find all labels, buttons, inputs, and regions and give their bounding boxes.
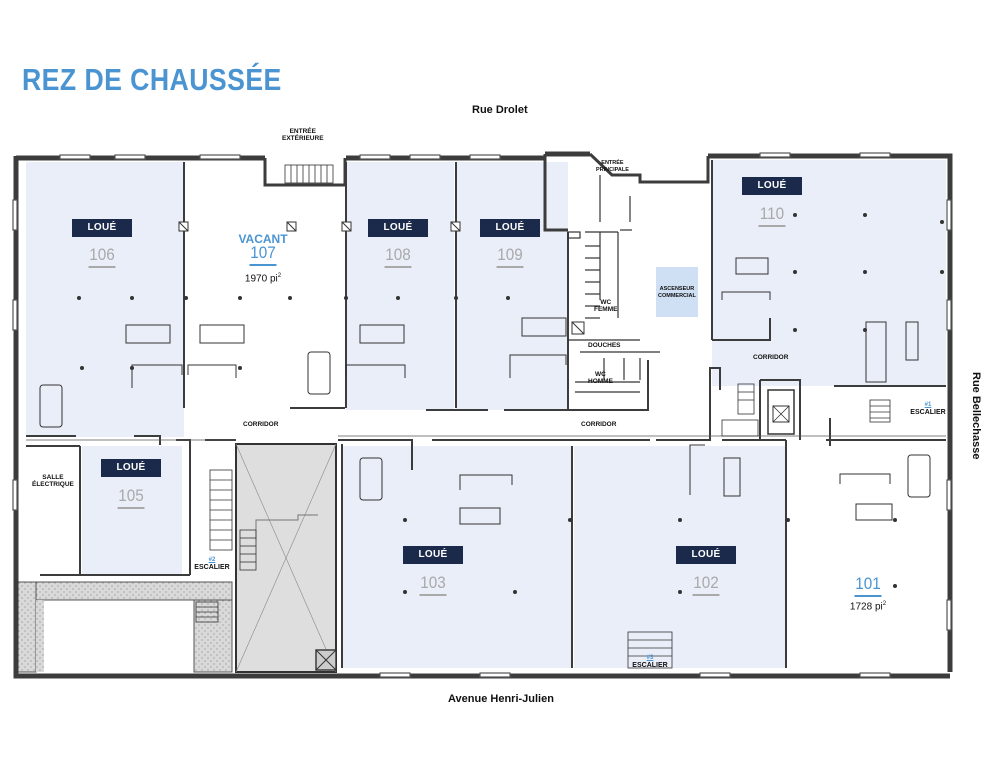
unit-102-number: 102 (679, 573, 733, 596)
unit-102-status-badge[interactable]: LOUÉ (676, 546, 736, 564)
unit-108-number: 108 (371, 245, 425, 268)
unit-106-number: 106 (75, 245, 129, 268)
unit-101-number: 101 (841, 574, 895, 597)
page-title: REZ DE CHAUSSÉE (22, 62, 282, 97)
street-south-label: Avenue Henri-Julien (448, 693, 554, 705)
unit-108-status-badge[interactable]: LOUÉ (368, 219, 428, 237)
unit-110-status-badge[interactable]: LOUÉ (742, 177, 802, 195)
unit-109-number: 109 (483, 245, 537, 268)
unit-106-area[interactable] (26, 162, 184, 437)
unit-108-area[interactable] (346, 162, 454, 410)
corridor-label-center: CORRIDOR (581, 421, 617, 428)
unit-103-status-badge[interactable]: LOUÉ (403, 546, 463, 564)
unit-109-area[interactable] (456, 162, 568, 410)
corridor-label-west: CORRIDOR (243, 421, 279, 428)
unit-101-area: 1728 pi2 (849, 601, 887, 613)
street-north-label: Rue Drolet (472, 104, 528, 116)
unit-106-status-badge[interactable]: LOUÉ (72, 219, 132, 237)
unit-107-number: 107 (236, 243, 290, 266)
douches-label: DOUCHES (588, 342, 621, 349)
unit-107-area: 1970 pi2 (244, 273, 282, 285)
commercial-elevator-area[interactable] (656, 267, 698, 317)
unit-103-number: 103 (406, 573, 460, 596)
unit-105-number: 105 (104, 486, 158, 509)
corridor-label-east: CORRIDOR (753, 354, 789, 361)
unit-110-area[interactable] (712, 160, 946, 386)
unit-109-status-badge[interactable]: LOUÉ (480, 219, 540, 237)
unit-110-number: 110 (745, 204, 799, 227)
unit-105-status-badge[interactable]: LOUÉ (101, 459, 161, 477)
